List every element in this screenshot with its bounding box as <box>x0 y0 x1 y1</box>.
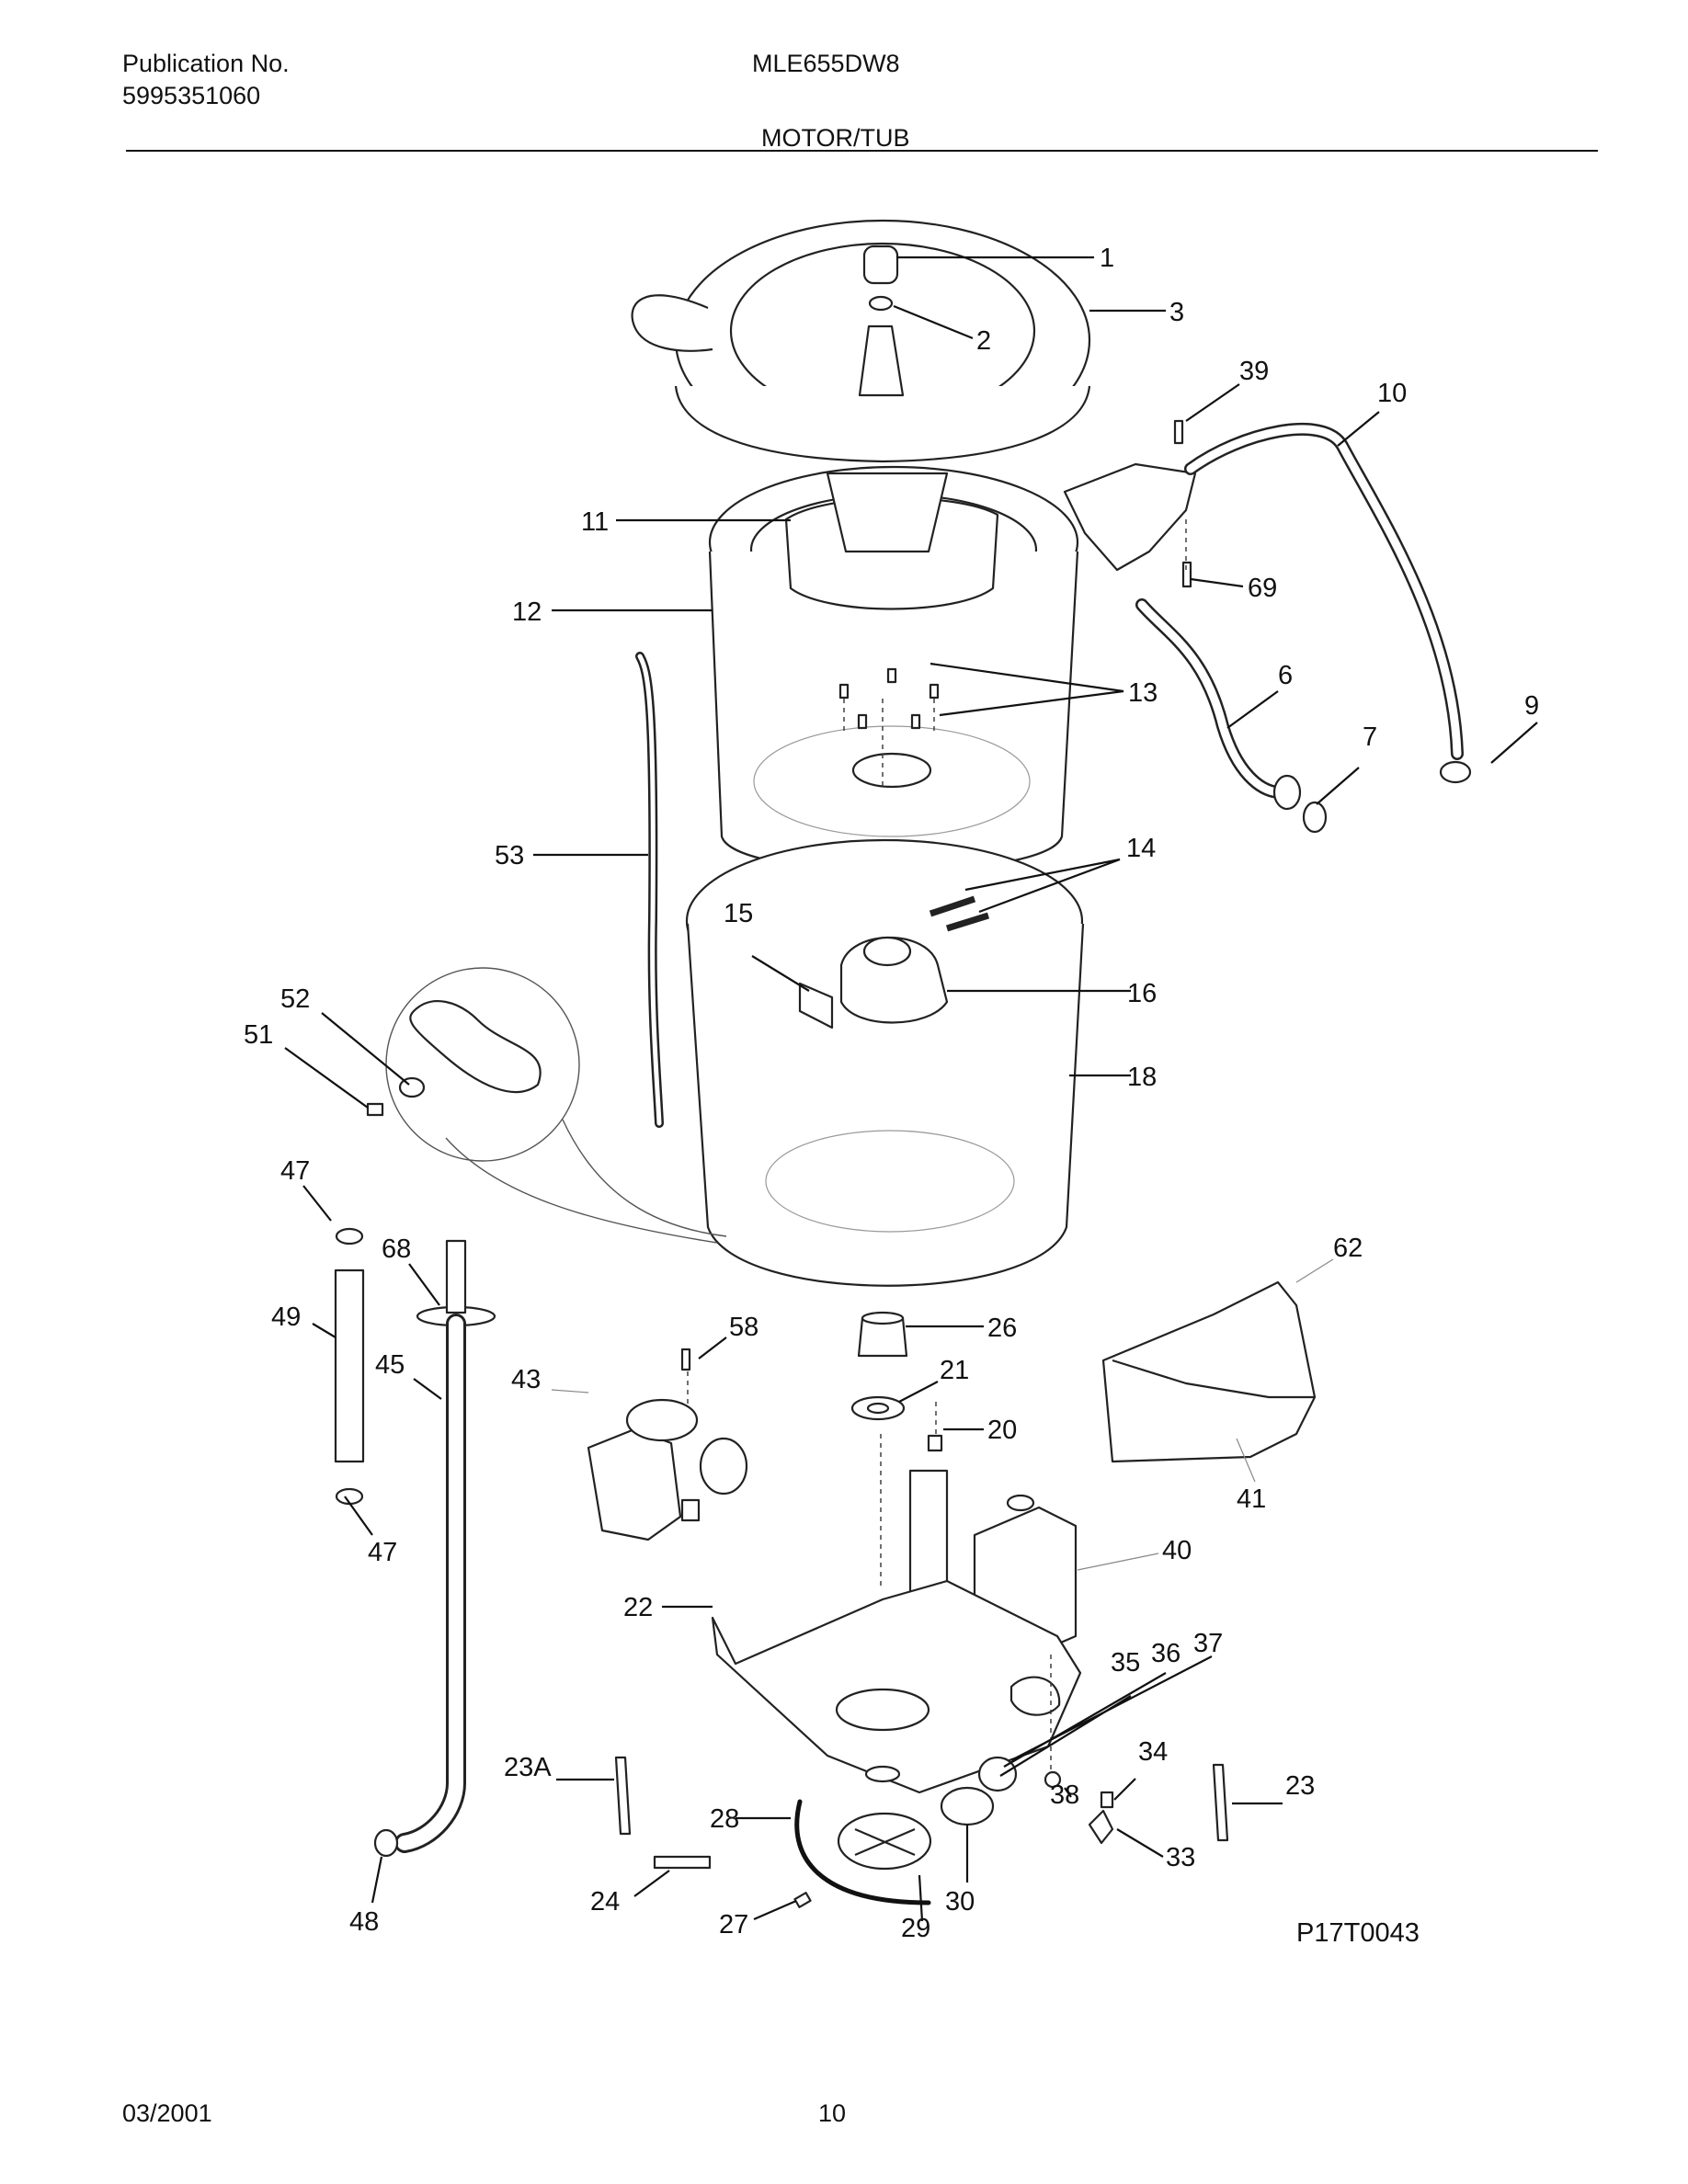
callout-23: 23 <box>1285 1771 1315 1801</box>
callout-labels: 1 2 3 39 10 11 69 12 6 13 9 7 53 14 15 1… <box>244 244 1539 1948</box>
publication-number: 5995351060 <box>122 82 261 109</box>
callout-33: 33 <box>1166 1843 1195 1872</box>
callout-16: 16 <box>1127 979 1157 1008</box>
tub-bolts <box>929 895 990 932</box>
fill-hose-part <box>1184 423 1472 784</box>
assembly-lines <box>687 515 1187 1769</box>
callout-53: 53 <box>495 841 524 870</box>
callout-3: 3 <box>1169 298 1184 327</box>
bearing-part <box>850 1311 943 1452</box>
siphon-hose-part <box>1135 598 1328 834</box>
callout-47-top: 47 <box>280 1156 310 1186</box>
agitator-part <box>784 472 999 610</box>
callout-26: 26 <box>987 1314 1017 1343</box>
header-rule <box>126 150 1598 152</box>
callout-52: 52 <box>280 984 310 1014</box>
leader-lines <box>284 256 1538 1922</box>
callout-39: 39 <box>1239 357 1269 386</box>
callout-62: 62 <box>1333 1234 1363 1263</box>
motor-bracket-part <box>908 1469 949 1601</box>
callout-24: 24 <box>590 1887 620 1917</box>
tub-bearing-part <box>798 936 949 1029</box>
spring-24-part <box>653 1855 712 1870</box>
callout-34: 34 <box>1138 1737 1168 1767</box>
callout-68: 68 <box>382 1234 411 1264</box>
callout-36: 36 <box>1151 1639 1180 1668</box>
grommet-part <box>416 1239 496 1327</box>
callout-10: 10 <box>1377 379 1407 408</box>
callout-7: 7 <box>1363 722 1377 752</box>
spring-23-part <box>1212 1763 1229 1842</box>
corrugated-tube-part <box>334 1227 365 1506</box>
callout-23a: 23A <box>504 1753 552 1782</box>
callout-58: 58 <box>729 1313 758 1342</box>
callout-15: 15 <box>724 899 753 928</box>
base-plate-part <box>711 1579 1082 1794</box>
callout-22: 22 <box>623 1593 653 1622</box>
pin-27-part <box>793 1892 812 1908</box>
callout-35: 35 <box>1111 1648 1140 1678</box>
callout-30: 30 <box>945 1887 975 1917</box>
callout-47-bottom: 47 <box>368 1538 397 1567</box>
fill-nozzle-part <box>1063 419 1197 588</box>
spring-23a-part <box>614 1756 632 1836</box>
outer-tub-part <box>685 838 1085 1287</box>
callout-49: 49 <box>271 1302 301 1332</box>
motor-shield-part <box>1101 1280 1317 1463</box>
vent-tube-part <box>635 652 664 1128</box>
water-valve-part <box>587 1348 748 1541</box>
figure-code: P17T0043 <box>1296 1918 1420 1948</box>
callout-21: 21 <box>940 1356 969 1385</box>
callout-12: 12 <box>512 597 542 627</box>
callout-28: 28 <box>710 1804 739 1834</box>
callout-69: 69 <box>1248 574 1277 603</box>
detail-magnifier <box>366 967 727 1244</box>
callout-18: 18 <box>1127 1063 1157 1092</box>
footer-date: 03/2001 <box>122 2099 212 2127</box>
publication-label: Publication No. <box>122 50 290 77</box>
callout-13: 13 <box>1128 678 1158 708</box>
callout-20: 20 <box>987 1416 1017 1445</box>
callout-40: 40 <box>1162 1536 1192 1565</box>
callout-37: 37 <box>1193 1629 1223 1658</box>
agitator-cap-part <box>858 245 905 397</box>
callout-14: 14 <box>1126 834 1156 863</box>
page-number: 10 <box>818 2099 847 2127</box>
callout-43: 43 <box>511 1365 541 1394</box>
callout-48: 48 <box>349 1907 379 1937</box>
callout-2: 2 <box>976 326 991 356</box>
callout-6: 6 <box>1278 661 1293 690</box>
callout-11: 11 <box>581 507 609 537</box>
callout-9: 9 <box>1524 691 1539 721</box>
drain-hose-part <box>373 1314 466 1858</box>
callout-1: 1 <box>1100 244 1114 273</box>
callout-51: 51 <box>244 1020 273 1050</box>
callout-45: 45 <box>375 1350 405 1380</box>
callout-38: 38 <box>1050 1780 1079 1810</box>
callout-27: 27 <box>719 1910 748 1939</box>
callout-41: 41 <box>1237 1484 1266 1514</box>
basket-screws <box>838 667 940 730</box>
callout-29: 29 <box>901 1914 930 1943</box>
section-title: MOTOR/TUB <box>761 124 910 152</box>
clutch-parts <box>1044 1770 1114 1845</box>
model-number: MLE655DW8 <box>752 50 900 77</box>
